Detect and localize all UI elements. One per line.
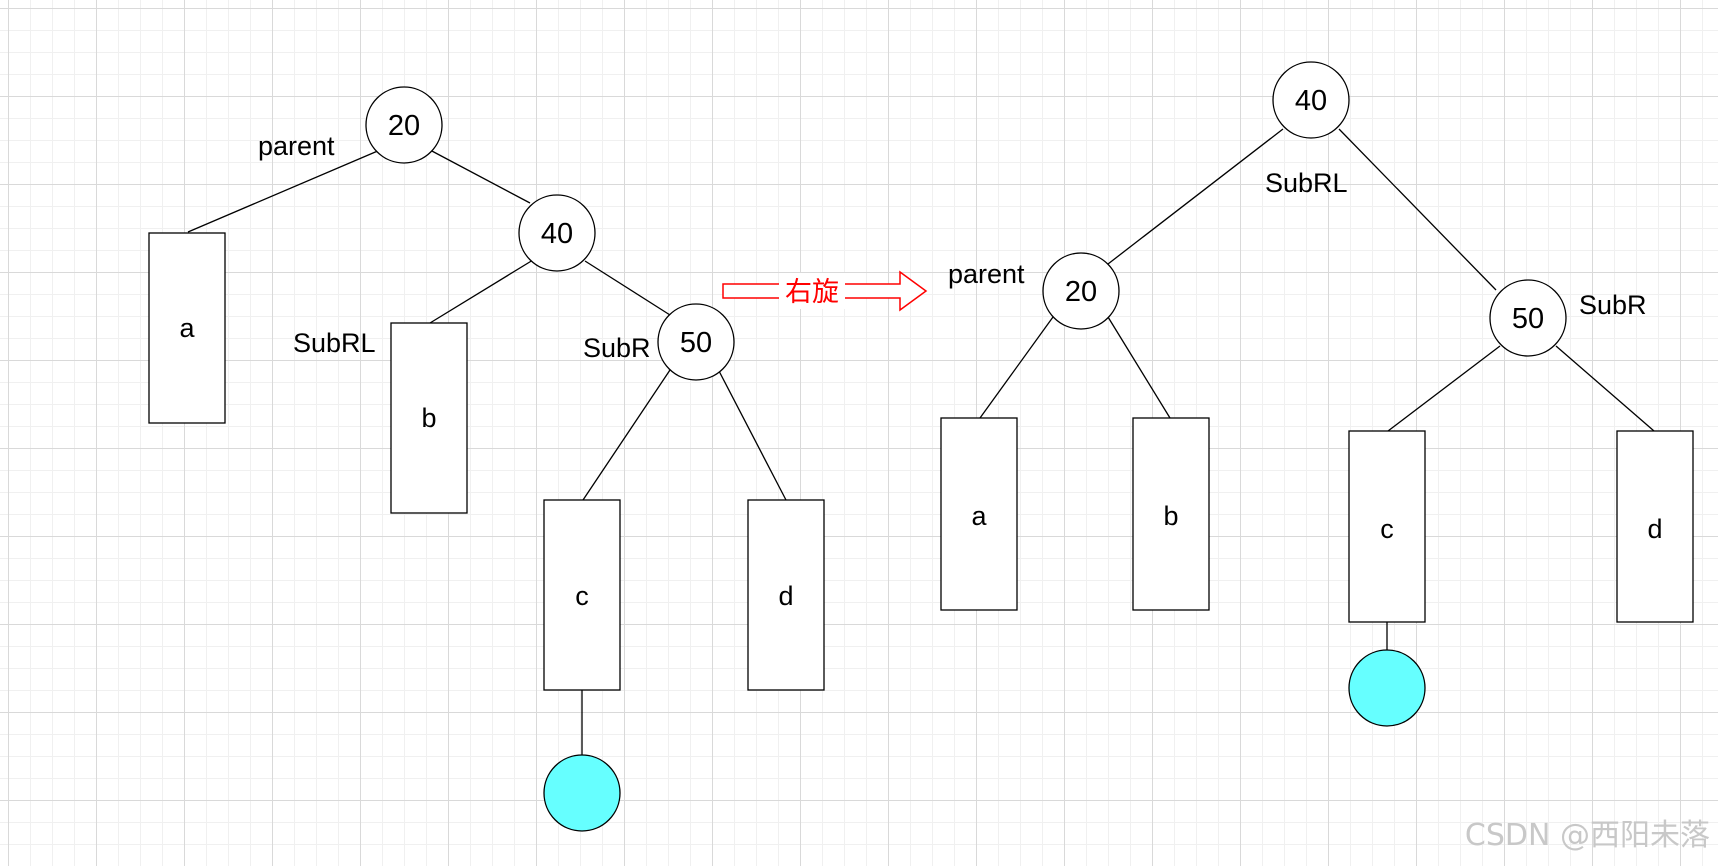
parent-after-annotation: parent bbox=[948, 259, 1025, 289]
node-20 bbox=[365, 86, 443, 164]
edge-20-40 bbox=[429, 149, 531, 204]
subtree-a bbox=[148, 232, 226, 424]
node-50-label: 50 bbox=[680, 327, 712, 359]
subtree-b-label: b bbox=[421, 403, 436, 433]
tree-after: 40 20 50 a b c d SubRL parent SubR bbox=[940, 61, 1694, 727]
edge-40-b bbox=[429, 259, 534, 324]
node-20-label: 20 bbox=[388, 110, 420, 142]
subtree-c-label: c bbox=[575, 581, 589, 611]
subtree-a-after-label: a bbox=[971, 501, 987, 531]
subtree-c bbox=[543, 499, 621, 691]
subtree-c-after-label: c bbox=[1380, 514, 1394, 544]
node-40 bbox=[518, 194, 596, 272]
subtree-d bbox=[747, 499, 825, 691]
node-40-after-label: 40 bbox=[1295, 85, 1327, 117]
edge-50-d bbox=[718, 370, 787, 501]
node-50 bbox=[657, 303, 735, 381]
subtree-a-after bbox=[940, 417, 1018, 611]
node-20-after bbox=[1042, 252, 1120, 330]
subtree-d-after bbox=[1616, 430, 1694, 623]
subtree-c-after bbox=[1348, 430, 1426, 623]
inserted-leaf bbox=[543, 754, 621, 832]
arrow-label-bg bbox=[779, 273, 845, 309]
subtree-b-after bbox=[1132, 417, 1210, 611]
subrl-after-annotation: SubRL bbox=[1265, 168, 1348, 198]
subtree-d-after-label: d bbox=[1647, 514, 1662, 544]
subtree-d-label: d bbox=[778, 581, 793, 611]
node-20-after-label: 20 bbox=[1065, 276, 1097, 308]
edge-50-c bbox=[582, 369, 671, 501]
edge-40-20 bbox=[1107, 128, 1284, 265]
subr-after-annotation: SubR bbox=[1579, 290, 1647, 320]
edge-40-50 bbox=[584, 260, 671, 316]
subtree-b-after-label: b bbox=[1163, 501, 1178, 531]
edge-20-a bbox=[187, 149, 381, 233]
edge-20-b-after bbox=[1107, 316, 1171, 419]
rotation-arrow: 右旋 bbox=[722, 270, 928, 312]
subr-annotation: SubR bbox=[583, 333, 651, 363]
watermark: CSDN @西阳未落 bbox=[1464, 818, 1710, 853]
node-50-after-label: 50 bbox=[1512, 303, 1544, 335]
edge-50-d-after bbox=[1555, 345, 1655, 432]
subtree-a-label: a bbox=[179, 313, 195, 343]
node-40-after bbox=[1272, 61, 1350, 139]
tree-before: 20 40 50 a b c d parent SubRL SubR bbox=[148, 86, 825, 832]
edge-50-c-after bbox=[1387, 345, 1501, 432]
parent-annotation: parent bbox=[258, 131, 335, 161]
edge-40-50-after bbox=[1338, 128, 1497, 291]
node-50-after bbox=[1489, 279, 1567, 357]
inserted-leaf-after bbox=[1348, 649, 1426, 727]
node-40-label: 40 bbox=[541, 218, 573, 250]
edge-20-a-after bbox=[979, 316, 1054, 419]
subrl-annotation: SubRL bbox=[293, 328, 376, 358]
arrow-label: 右旋 bbox=[785, 277, 839, 307]
subtree-b bbox=[390, 322, 468, 514]
